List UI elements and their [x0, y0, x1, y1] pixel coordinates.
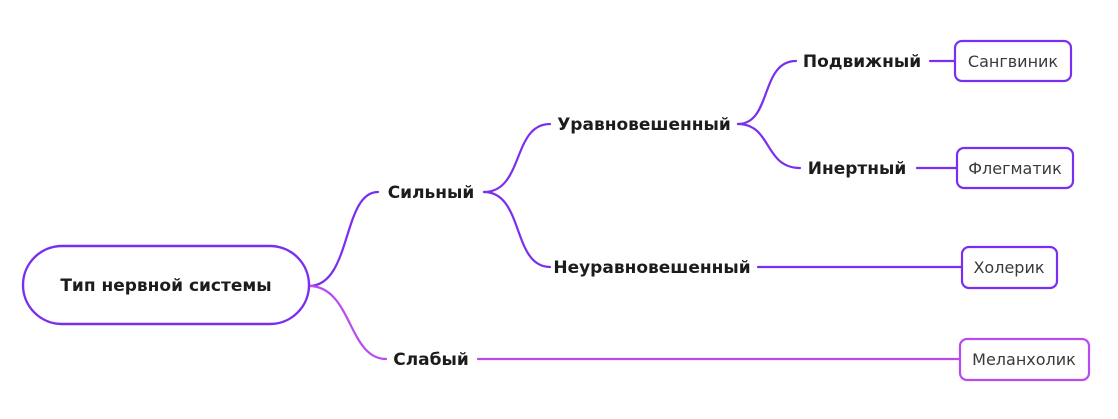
leaf-phlegmatic-frame	[955, 146, 1075, 190]
leaf-phlegmatic-label: Флегматик	[968, 159, 1062, 178]
branch-balanced-label[interactable]: Уравновешенный	[557, 115, 731, 135]
branch-strong-label[interactable]: Сильный	[388, 183, 475, 203]
leaf-sanguine-label: Сангвиник	[968, 52, 1059, 71]
root-node-label: Тип нервной системы	[60, 276, 271, 296]
connector-root-weak	[307, 284, 388, 361]
connector-strong-unbalanced	[482, 190, 552, 269]
leaf-phlegmatic[interactable]: Флегматик	[955, 146, 1075, 190]
leaf-sanguine-frame	[953, 39, 1073, 83]
branch-unbalanced-label[interactable]: Неуравновешенный	[553, 258, 750, 278]
connector-balanced-mobile	[736, 59, 798, 126]
leaf-melancholic[interactable]: Меланхолик	[958, 337, 1091, 382]
leaf-sanguine[interactable]: Сангвиник	[953, 39, 1073, 83]
branch-inert-label[interactable]: Инертный	[808, 159, 907, 179]
root-node-frame	[21, 244, 311, 326]
leaf-choleric-frame	[960, 245, 1059, 290]
branch-mobile-label[interactable]: Подвижный	[803, 52, 921, 72]
connector-root-strong	[307, 190, 380, 288]
leaf-melancholic-frame	[958, 337, 1091, 382]
root-node[interactable]: Тип нервной системы	[21, 244, 311, 326]
connector-strong-balanced	[482, 122, 552, 194]
leaf-choleric[interactable]: Холерик	[960, 245, 1059, 290]
leaf-choleric-label: Холерик	[973, 258, 1044, 277]
connector-balanced-inert	[736, 122, 802, 170]
leaf-melancholic-label: Меланхолик	[972, 350, 1076, 369]
branch-weak-label[interactable]: Слабый	[393, 350, 469, 370]
